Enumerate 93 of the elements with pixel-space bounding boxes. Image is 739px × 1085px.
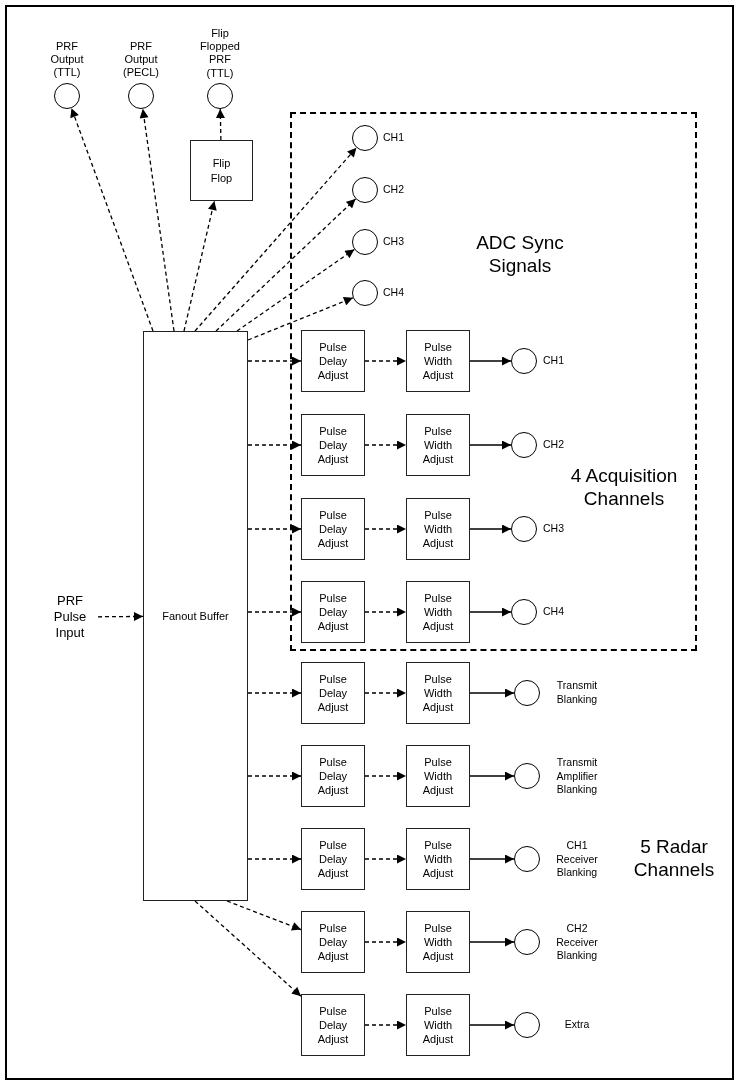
section-label: 5 Radar Channels xyxy=(632,836,716,882)
arrow xyxy=(364,854,407,864)
output-label: CH3 xyxy=(543,522,565,536)
output-circle xyxy=(352,280,378,306)
output-label: CH3 xyxy=(383,235,405,249)
output-circle xyxy=(511,516,537,542)
arrow xyxy=(247,297,354,341)
output-circle xyxy=(207,83,233,109)
arrow xyxy=(469,1020,515,1030)
arrow xyxy=(364,356,407,366)
output-circle xyxy=(514,680,540,706)
arrow xyxy=(70,107,154,332)
arrow xyxy=(247,356,302,366)
arrow xyxy=(364,1020,407,1030)
arrow xyxy=(469,937,515,947)
output-label: CH4 xyxy=(543,605,565,619)
process-box: Flip Flop xyxy=(190,140,253,201)
arrow xyxy=(247,854,302,864)
arrow xyxy=(247,440,302,450)
arrow xyxy=(183,200,217,332)
output-label: PRF Output (PECL) xyxy=(121,40,161,80)
process-box: Pulse Delay Adjust xyxy=(301,330,365,392)
output-circle xyxy=(54,83,80,109)
output-circle xyxy=(128,83,154,109)
arrow xyxy=(97,612,144,621)
process-box: Pulse Width Adjust xyxy=(406,581,470,643)
output-circle xyxy=(514,846,540,872)
arrow xyxy=(364,771,407,781)
process-box: Pulse Width Adjust xyxy=(406,498,470,560)
output-label: CH1 xyxy=(383,131,405,145)
process-box: Pulse Width Adjust xyxy=(406,828,470,890)
output-circle xyxy=(514,763,540,789)
output-circle xyxy=(511,432,537,458)
output-label: CH1 Receiver Blanking xyxy=(555,838,599,880)
process-box: Pulse Delay Adjust xyxy=(301,414,365,476)
arrow xyxy=(469,854,515,864)
arrow xyxy=(215,108,225,141)
process-box: Pulse Delay Adjust xyxy=(301,581,365,643)
arrow xyxy=(236,248,355,332)
process-box: Pulse Delay Adjust xyxy=(301,745,365,807)
output-circle xyxy=(352,177,378,203)
arrow xyxy=(194,147,358,332)
output-label: Transmit Amplifier Blanking xyxy=(555,755,599,797)
process-box: Fanout Buffer xyxy=(143,331,248,901)
output-label: Transmit Blanking xyxy=(555,679,599,707)
output-label: CH4 xyxy=(383,286,405,300)
output-label: Flip Flopped PRF (TTL) xyxy=(199,27,241,80)
arrow xyxy=(194,900,302,997)
arrow xyxy=(469,771,515,781)
output-circle xyxy=(511,599,537,625)
arrow xyxy=(215,198,357,332)
arrow xyxy=(247,771,302,781)
arrow xyxy=(469,440,512,450)
group-label: ADC Sync Signals xyxy=(475,232,565,278)
arrow xyxy=(139,108,175,332)
output-circle xyxy=(511,348,537,374)
output-circle xyxy=(352,125,378,151)
output-label: CH2 Receiver Blanking xyxy=(555,921,599,963)
process-box: Pulse Delay Adjust xyxy=(301,662,365,724)
process-box: Pulse Delay Adjust xyxy=(301,828,365,890)
dashed-group-boundary xyxy=(290,112,697,651)
process-box: Pulse Width Adjust xyxy=(406,911,470,973)
arrow xyxy=(247,607,302,617)
output-label: CH2 xyxy=(543,438,565,452)
output-label: CH2 xyxy=(383,183,405,197)
output-label: Extra xyxy=(563,1018,591,1032)
arrow xyxy=(469,688,515,698)
process-box: Pulse Delay Adjust xyxy=(301,994,365,1056)
arrow xyxy=(364,524,407,534)
output-circle xyxy=(352,229,378,255)
output-label: PRF Output (TTL) xyxy=(49,40,85,80)
arrow xyxy=(247,688,302,698)
arrow xyxy=(469,524,512,534)
process-box: Pulse Width Adjust xyxy=(406,745,470,807)
group-label: 4 Acquisition Channels xyxy=(569,465,679,511)
process-box: Pulse Width Adjust xyxy=(406,414,470,476)
arrow xyxy=(364,937,407,947)
process-box: Pulse Delay Adjust xyxy=(301,911,365,973)
arrow xyxy=(247,524,302,534)
arrow xyxy=(364,607,407,617)
process-box: Pulse Width Adjust xyxy=(406,662,470,724)
process-box: Pulse Width Adjust xyxy=(406,330,470,392)
output-circle xyxy=(514,929,540,955)
process-box: Pulse Delay Adjust xyxy=(301,498,365,560)
output-circle xyxy=(514,1012,540,1038)
process-box: Pulse Width Adjust xyxy=(406,994,470,1056)
output-label: CH1 xyxy=(543,354,565,368)
arrow xyxy=(226,900,302,931)
arrow xyxy=(364,688,407,698)
arrow xyxy=(364,440,407,450)
arrow xyxy=(469,356,512,366)
input-label: PRF Pulse Input xyxy=(42,590,98,644)
arrow xyxy=(469,607,512,617)
